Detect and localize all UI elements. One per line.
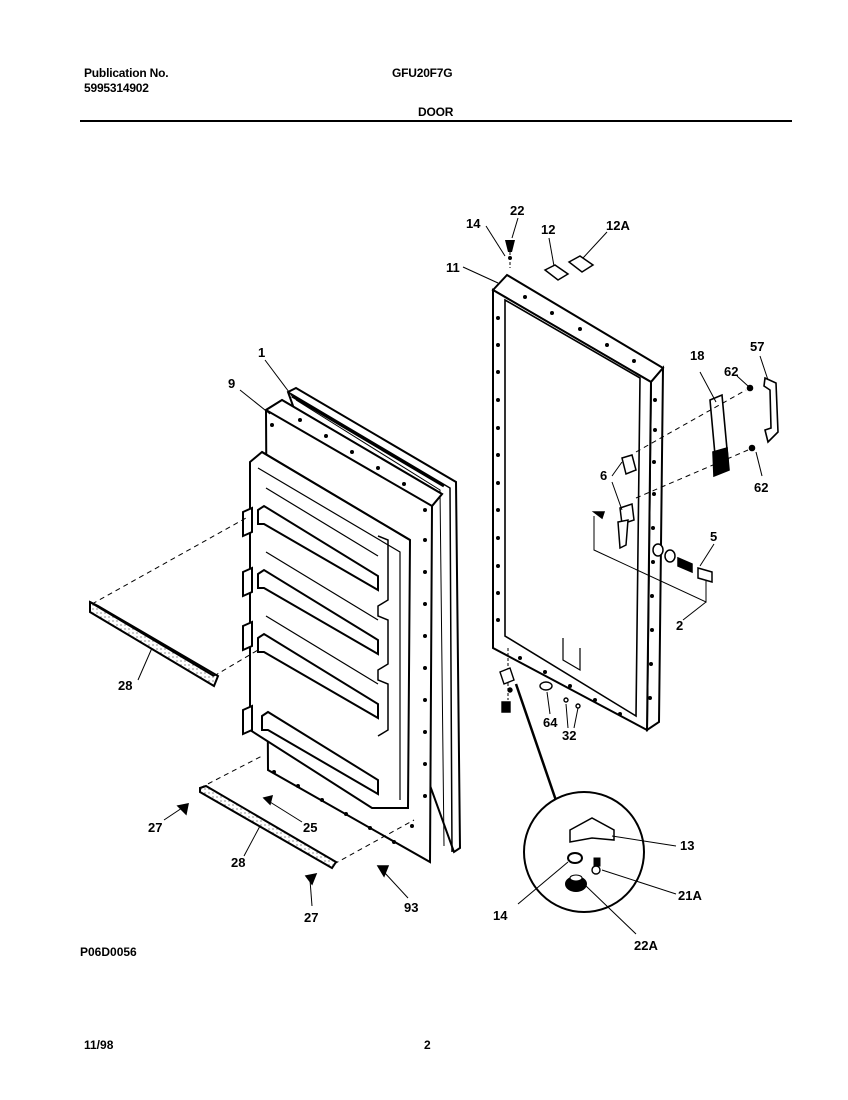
figure-code: P06D0056 — [80, 945, 137, 959]
callout-11: 11 — [446, 260, 460, 275]
bottom-hinge-parts — [499, 648, 581, 819]
callout-14-detail: 14 — [493, 908, 508, 923]
callout-93: 93 — [404, 900, 418, 915]
handle-assembly — [699, 355, 779, 478]
callout-9: 9 — [228, 376, 235, 391]
callout-32: 32 — [562, 728, 576, 743]
callout-28-left: 28 — [118, 678, 132, 693]
callout-25: 25 — [303, 820, 317, 835]
leader-lines — [239, 359, 293, 415]
revision-date: 11/98 — [84, 1038, 114, 1052]
hinge-detail-circle — [517, 791, 677, 935]
callout-14-top: 14 — [466, 216, 481, 231]
callout-22-top: 22 — [510, 203, 524, 218]
callout-1: 1 — [258, 345, 265, 360]
publication-label: Publication No. — [84, 66, 169, 80]
callout-57: 57 — [750, 339, 764, 354]
callout-28-bottom: 28 — [231, 855, 245, 870]
page-number: 2 — [424, 1038, 431, 1052]
top-hinge-pin — [462, 217, 519, 284]
callout-12a: 12A — [606, 218, 630, 233]
handle-dashed-guides — [635, 389, 749, 499]
callout-5: 5 — [710, 529, 717, 544]
door-shelf-bar-bottom — [199, 755, 415, 870]
door-shelf-bar-left — [89, 517, 259, 688]
inner-liner-shelves — [242, 450, 412, 809]
publication-number: 5995314902 — [84, 81, 149, 95]
callout-18: 18 — [690, 348, 704, 363]
callout-12: 12 — [541, 222, 555, 237]
callout-13: 13 — [680, 838, 694, 853]
callout-27-left: 27 — [148, 820, 162, 835]
callout-21a: 21A — [678, 888, 702, 903]
callout-62-top: 62 — [724, 364, 738, 379]
section-title: DOOR — [418, 105, 454, 119]
callout-62-bottom: 62 — [754, 480, 768, 495]
header-rule — [80, 120, 792, 122]
model-number: GFU20F7G — [392, 66, 453, 80]
latch-parts — [591, 454, 715, 621]
outer-door-panel — [491, 273, 665, 732]
screws — [163, 794, 409, 907]
callout-64: 64 — [543, 715, 558, 730]
callout-2: 2 — [676, 618, 683, 633]
label-plates — [543, 231, 608, 281]
callout-27-bottom: 27 — [304, 910, 318, 925]
callout-22a: 22A — [634, 938, 658, 953]
callout-6: 6 — [600, 468, 607, 483]
